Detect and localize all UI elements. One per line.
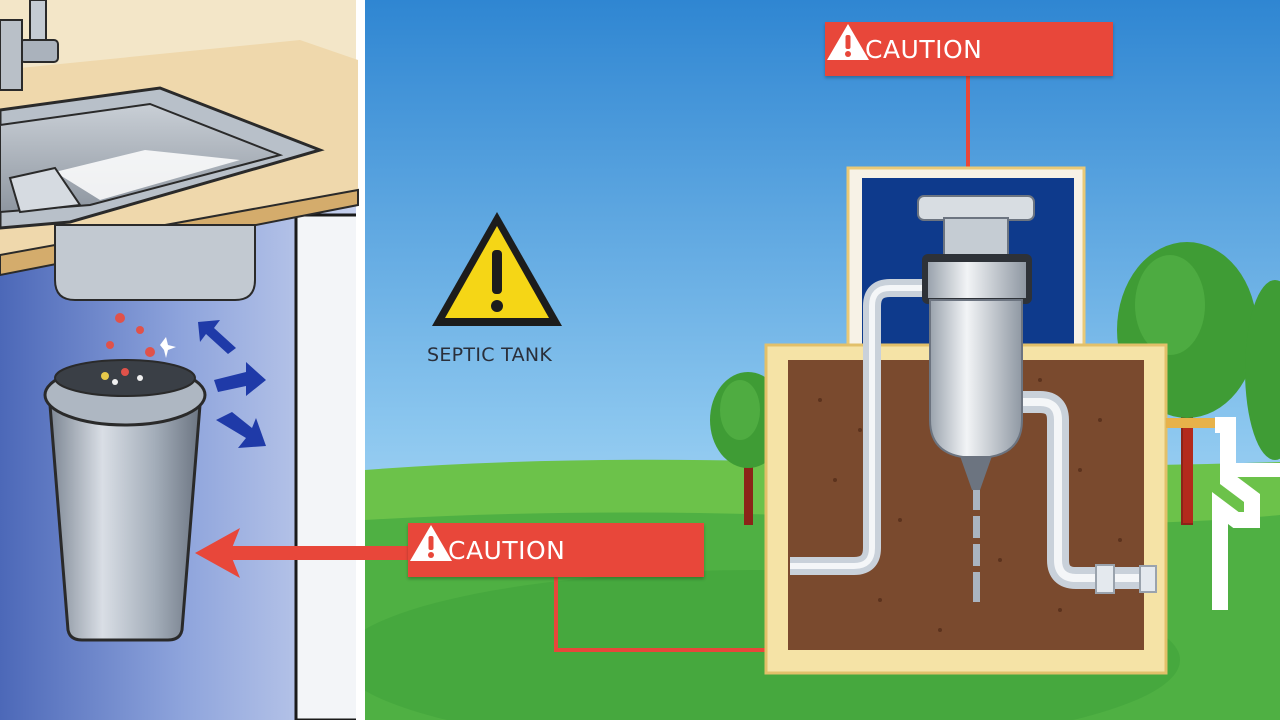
panel-divider [356, 0, 365, 720]
drip [973, 490, 980, 602]
disposal-housing [54, 224, 256, 301]
septic-warning-icon [432, 212, 562, 326]
arrow-up-left [198, 320, 236, 354]
sink [0, 86, 325, 230]
caution-tag-middle: CAUTION [408, 523, 704, 577]
septic-tank-label: SEPTIC TANK [427, 344, 553, 366]
warning-triangle-icon [827, 24, 869, 60]
warning-triangle-icon [410, 525, 452, 561]
trash-can [43, 359, 207, 642]
caution-arrow [195, 528, 410, 578]
cabinet-door [296, 215, 358, 720]
connector-mid [554, 577, 782, 652]
soil-speckles [818, 378, 1122, 632]
arrow-down-right [216, 412, 266, 448]
grinder-unit [917, 195, 1035, 490]
septic-tank [764, 166, 1168, 675]
drain-field-pipe [1166, 417, 1280, 610]
spray-arrows [198, 320, 266, 448]
caution-label-top: CAUTION [865, 34, 983, 64]
caution-tag-top: CAUTION [825, 22, 1113, 76]
caution-label-middle: CAUTION [448, 535, 566, 565]
arrow-right [214, 362, 266, 396]
kitchen-scene [0, 0, 365, 720]
faucet [0, 0, 59, 91]
